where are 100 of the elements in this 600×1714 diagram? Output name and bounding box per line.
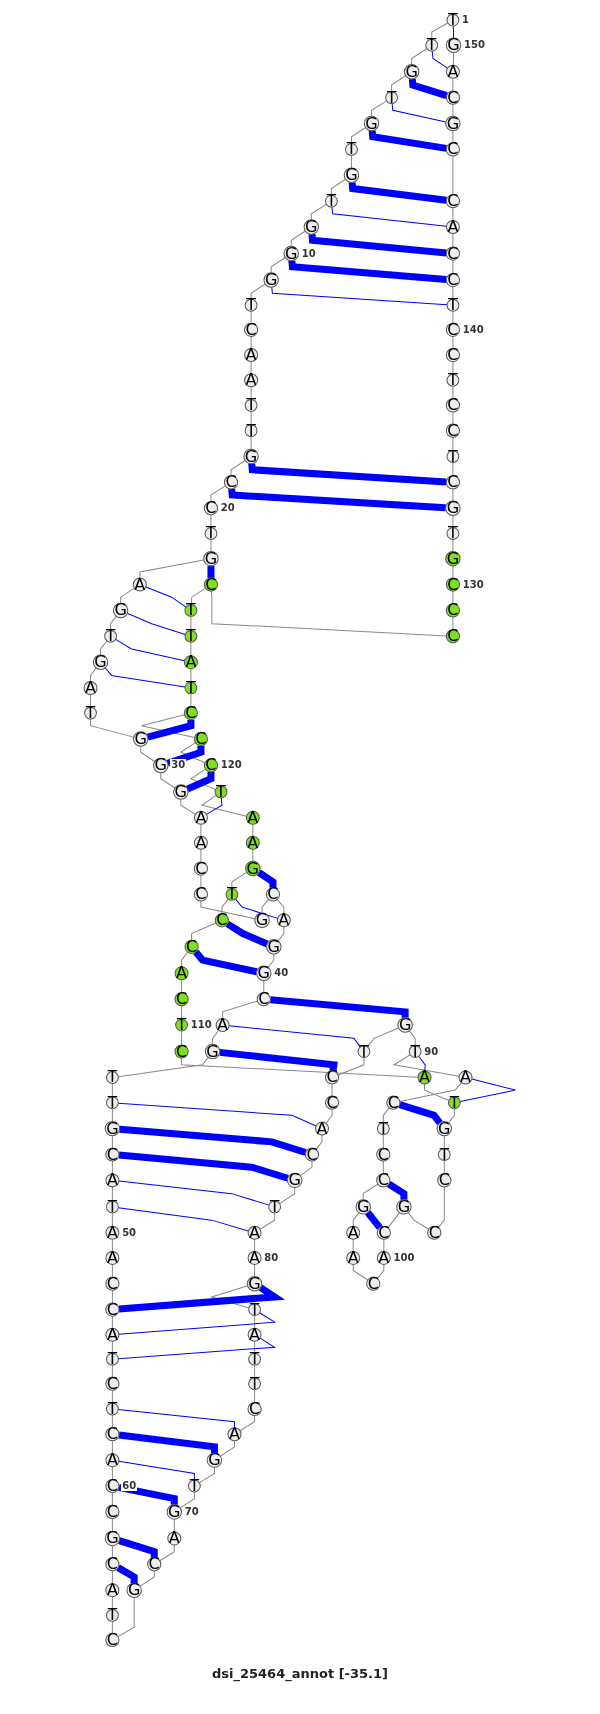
- node-circle: G: [436, 1120, 453, 1137]
- node-circle: C: [105, 1427, 120, 1442]
- connector: [377, 1263, 385, 1279]
- connector: [452, 77, 454, 92]
- connector: [387, 1181, 408, 1200]
- connector: [200, 874, 202, 889]
- connector: [110, 615, 118, 631]
- node-circle: A: [458, 1070, 473, 1085]
- connector: [118, 1537, 158, 1558]
- node-circle: C: [244, 322, 259, 337]
- connector: [383, 1134, 385, 1149]
- node-circle: T: [446, 527, 460, 540]
- node-circle: G: [173, 784, 189, 800]
- node-circle: T: [244, 398, 258, 412]
- connector: [254, 1389, 256, 1403]
- connector: [210, 485, 227, 503]
- connector: [112, 1440, 114, 1455]
- node-circle: C: [446, 423, 461, 438]
- node-circle: G: [93, 654, 109, 670]
- connector: [431, 22, 449, 40]
- node-circle: C: [446, 90, 461, 105]
- node-circle: C: [446, 475, 461, 490]
- connector: [191, 922, 217, 941]
- node-circle: A: [167, 1531, 182, 1546]
- connector: [112, 1518, 114, 1532]
- node-circle: T: [244, 424, 258, 438]
- connector: [452, 616, 454, 631]
- connector: [452, 385, 454, 400]
- connector: [300, 1160, 313, 1177]
- node-circle: T: [446, 298, 460, 312]
- connector: [252, 848, 254, 862]
- connector: [200, 848, 202, 863]
- connector: [315, 1134, 323, 1150]
- node-circle: A: [184, 655, 199, 670]
- connector: [140, 745, 156, 762]
- connector: [259, 1212, 276, 1230]
- connector: [239, 1415, 256, 1432]
- connector: [180, 798, 197, 815]
- connector: [387, 1212, 401, 1229]
- connector: [118, 1180, 270, 1206]
- connector: [166, 745, 205, 767]
- connector: [127, 612, 186, 635]
- node-circle: G: [256, 965, 272, 982]
- node-circle: G: [254, 912, 271, 929]
- position-number: 70: [183, 1505, 200, 1517]
- connector: [363, 1183, 379, 1201]
- node-circle: T: [446, 450, 460, 463]
- connector: [368, 130, 448, 152]
- connector: [160, 772, 176, 789]
- node-circle: A: [247, 1250, 262, 1265]
- connector: [277, 926, 285, 942]
- connector: [193, 949, 258, 976]
- node-circle: A: [194, 835, 209, 850]
- node-circle: C: [105, 1147, 120, 1162]
- node-circle: C: [105, 1478, 120, 1494]
- node-circle: A: [227, 1427, 242, 1442]
- node-circle: A: [244, 348, 259, 363]
- node-circle: C: [184, 939, 199, 954]
- node-circle: G: [445, 550, 461, 567]
- node-circle: C: [386, 1095, 401, 1110]
- node-circle: G: [203, 550, 219, 567]
- connector: [352, 1238, 354, 1252]
- node-circle: T: [106, 1352, 120, 1366]
- position-number: 80: [263, 1251, 280, 1263]
- node-circle: C: [376, 1147, 391, 1162]
- connector: [452, 130, 454, 144]
- node-circle: A: [247, 1225, 262, 1240]
- connector: [408, 1212, 430, 1230]
- connector: [190, 693, 192, 707]
- node-circle: C: [446, 272, 461, 288]
- connector: [221, 898, 229, 915]
- node-circle: C: [204, 758, 219, 773]
- node-circle: C: [427, 1225, 442, 1240]
- connector: [112, 1135, 114, 1149]
- connector: [235, 898, 279, 919]
- connector: [411, 48, 428, 66]
- connector: [181, 951, 189, 968]
- connector: [248, 463, 447, 486]
- node-circle: G: [113, 602, 129, 619]
- connector: [452, 286, 454, 300]
- connector: [424, 1083, 450, 1101]
- node-circle: C: [194, 731, 209, 747]
- connector: [118, 1102, 317, 1127]
- node-circle: A: [446, 220, 461, 235]
- connector: [352, 1263, 369, 1281]
- connector: [200, 900, 256, 920]
- node-circle: A: [105, 1225, 120, 1240]
- connector: [261, 898, 270, 914]
- position-number: 100: [392, 1251, 416, 1263]
- connector: [90, 667, 97, 682]
- node-circle: G: [344, 167, 360, 184]
- connector: [453, 52, 455, 66]
- connector: [112, 1238, 114, 1252]
- position-number: 20: [219, 502, 236, 514]
- node-circle: G: [303, 219, 320, 235]
- node-circle: T: [248, 1303, 262, 1316]
- node-circle: C: [105, 1504, 120, 1519]
- position-number: 10: [300, 247, 317, 259]
- connector: [190, 615, 192, 631]
- connector: [308, 233, 447, 257]
